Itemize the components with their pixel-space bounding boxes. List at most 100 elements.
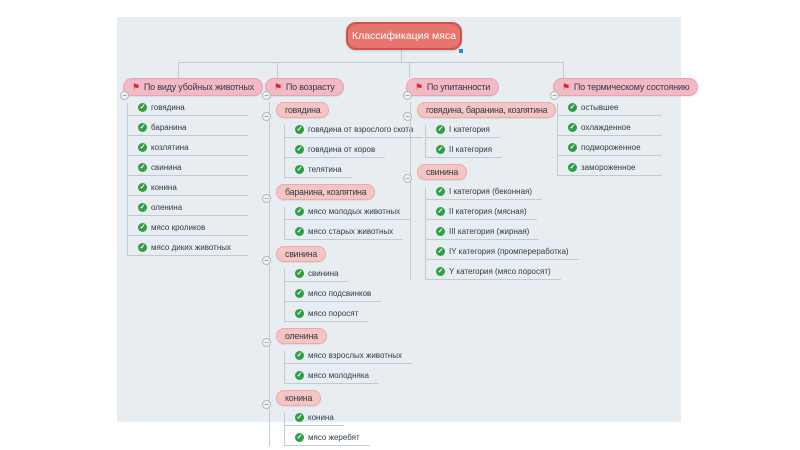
leaf-item[interactable]: ✓Y категория (мясо поросят) xyxy=(426,267,561,280)
collapse-icon[interactable]: − xyxy=(262,194,271,203)
leaf-item[interactable]: ✓I категория (беконная) xyxy=(426,187,543,200)
collapse-icon[interactable]: − xyxy=(403,174,412,183)
leaf-item[interactable]: ✓телятина xyxy=(285,165,352,178)
leaf-item[interactable]: ✓охлажденное xyxy=(558,123,662,136)
leaf-item[interactable]: ✓козлятина xyxy=(128,143,248,156)
connector-line xyxy=(401,50,402,62)
collapse-icon[interactable]: − xyxy=(262,338,271,347)
subgroup: свинина − ✓ свинина ✓мясо подсвинков ✓мясо по… xyxy=(262,246,423,322)
subgroup-node[interactable]: свинина− xyxy=(403,164,468,183)
subgroup-label: свинина xyxy=(285,249,318,259)
subgroup-node[interactable]: говядина− xyxy=(262,102,330,121)
leaf-item[interactable]: ✓мясо молодых животных xyxy=(285,207,411,220)
flag-icon: ⚑ xyxy=(415,81,423,92)
leaf-item[interactable]: ✓мясо молодняка xyxy=(285,371,379,384)
check-icon: ✓ xyxy=(568,103,577,112)
check-icon: ✓ xyxy=(436,227,445,236)
check-icon: ✓ xyxy=(295,433,304,442)
subgroup-children: ✓говядина от взрослого скота ✓говядина от… xyxy=(284,125,424,178)
leaf-item[interactable]: ✓баранина xyxy=(128,123,248,136)
leaf-item[interactable]: ✓мясо подсвинков xyxy=(285,289,382,302)
leaf-item[interactable]: ✓подмороженное xyxy=(558,143,662,156)
branch-by-age: ⚑ По возрасту − говядина−✓говядина от вз… xyxy=(262,78,424,446)
subgroup: конина− ✓конина ✓мясо жеребят xyxy=(262,390,423,446)
leaf-label: II категория xyxy=(449,145,493,154)
leaf-label: мясо кроликов xyxy=(151,223,206,232)
leaf-label: мясо молодняка xyxy=(308,371,369,380)
leaf-label: Y категория (мясо поросят) xyxy=(449,267,551,276)
branch-children: ✓остывшее ✓охлажденное ✓подмороженное ✓ замо… xyxy=(557,103,698,176)
leaf-item[interactable]: ✓конина xyxy=(285,413,344,426)
leaf-item[interactable]: ✓IY категория (промпереработка) xyxy=(426,247,579,260)
check-icon: ✓ xyxy=(568,123,577,132)
branch-node[interactable]: ⚑ По упитанности − xyxy=(403,78,500,100)
leaf-item[interactable]: ✓мясо взрослых животных xyxy=(285,351,413,364)
leaf-item[interactable]: ✓II категория (мясная) xyxy=(426,207,537,220)
subgroup-node[interactable]: конина− xyxy=(262,390,322,409)
leaf-item[interactable]: ✓ свинина xyxy=(128,163,248,176)
leaf-item[interactable]: ✓говядина xyxy=(128,103,248,116)
subgroup-label: говядина, баранина, козлятина xyxy=(426,105,548,115)
leaf-label: свинина xyxy=(151,163,182,172)
branch-label: По виду убойных животных xyxy=(143,82,254,92)
leaf-item[interactable]: ✓ III категория (жирная) xyxy=(426,227,540,240)
leaf-item[interactable]: ✓говядина от взрослого скота xyxy=(285,125,424,138)
leaf-item[interactable]: ✓ свинина xyxy=(285,269,349,282)
check-icon: ✓ xyxy=(295,269,304,278)
subgroup-children: ✓мясо взрослых животных✓мясо молодняка xyxy=(284,351,423,384)
leaf-label: телятина xyxy=(308,165,342,174)
root-node[interactable]: Классификация мяса xyxy=(346,22,462,50)
check-icon: ✓ xyxy=(436,187,445,196)
collapse-icon[interactable]: − xyxy=(262,91,271,100)
subgroup-node[interactable]: оленина− xyxy=(262,328,327,347)
leaf-item[interactable]: ✓мясо поросят xyxy=(285,309,369,322)
subgroup: оленина−✓мясо взрослых животных✓мясо мол… xyxy=(262,328,423,384)
leaf-label: свинина xyxy=(308,269,339,278)
check-icon: ✓ xyxy=(436,145,445,154)
leaf-item[interactable]: ✓мясо кроликов xyxy=(128,223,248,236)
check-icon: ✓ xyxy=(568,163,577,172)
leaf-item[interactable]: ✓мясо жеребят xyxy=(285,433,370,446)
leaf-item[interactable]: ✓конина xyxy=(128,183,248,196)
subgroup: свинина− ✓I категория (беконная) ✓II катег… xyxy=(403,164,579,280)
leaf-label: мясо диких животных xyxy=(151,243,232,252)
collapse-icon[interactable]: − xyxy=(550,91,559,100)
connector-line xyxy=(178,62,564,63)
subgroup-node[interactable]: свинина − xyxy=(262,246,327,265)
subgroup-node[interactable]: говядина, баранина, козлятина − xyxy=(403,102,557,121)
leaf-label: говядина от взрослого скота xyxy=(308,125,414,134)
leaf-item[interactable]: ✓оленина xyxy=(128,203,248,216)
leaf-label: мясо подсвинков xyxy=(308,289,372,298)
leaf-item[interactable]: ✓ замороженное xyxy=(558,163,662,176)
collapse-icon[interactable]: − xyxy=(262,112,271,121)
leaf-item[interactable]: ✓говядина от коров xyxy=(285,145,386,158)
leaf-item[interactable]: ✓остывшее xyxy=(558,103,662,116)
check-icon: ✓ xyxy=(295,207,304,216)
branch-by-thermal-state: ⚑ По термическому состоянию − ✓остывшее✓… xyxy=(550,78,699,176)
collapse-icon[interactable]: − xyxy=(403,91,412,100)
selection-handle[interactable] xyxy=(459,49,463,53)
check-icon: ✓ xyxy=(295,351,304,360)
leaf-item[interactable]: ✓мясо диких животных xyxy=(128,243,248,256)
leaf-item[interactable]: ✓I категория xyxy=(426,125,500,138)
leaf-label: III категория (жирная) xyxy=(449,227,530,236)
leaf-item[interactable]: ✓мясо старых животных xyxy=(285,227,404,240)
root-node-label: Классификация мяса xyxy=(351,30,457,42)
collapse-icon[interactable]: − xyxy=(403,112,412,121)
collapse-icon[interactable]: − xyxy=(262,400,271,409)
leaf-label: замороженное xyxy=(581,163,636,172)
collapse-icon[interactable]: − xyxy=(262,256,271,265)
mindmap-canvas[interactable]: Классификация мяса ⚑ По виду убойных жив… xyxy=(117,17,699,446)
check-icon: ✓ xyxy=(436,207,445,216)
branch-node[interactable]: ⚑ По виду убойных животных − xyxy=(120,78,263,100)
branch-label: По упитанности xyxy=(426,82,491,92)
branch-node[interactable]: ⚑ По возрасту − xyxy=(262,78,344,100)
check-icon: ✓ xyxy=(138,163,147,172)
branch-node[interactable]: ⚑ По термическому состоянию − xyxy=(550,78,699,100)
branch-children: говядина−✓говядина от взрослого скота✓го… xyxy=(262,102,424,446)
leaf-item[interactable]: ✓ II категория xyxy=(426,145,503,158)
collapse-icon[interactable]: − xyxy=(120,91,129,100)
subgroup-children: ✓мясо молодых животных ✓мясо старых живот… xyxy=(284,207,423,240)
subgroup-node[interactable]: баранина, козлятина− xyxy=(262,184,376,203)
subgroup-children: ✓конина ✓мясо жеребят xyxy=(284,413,423,446)
